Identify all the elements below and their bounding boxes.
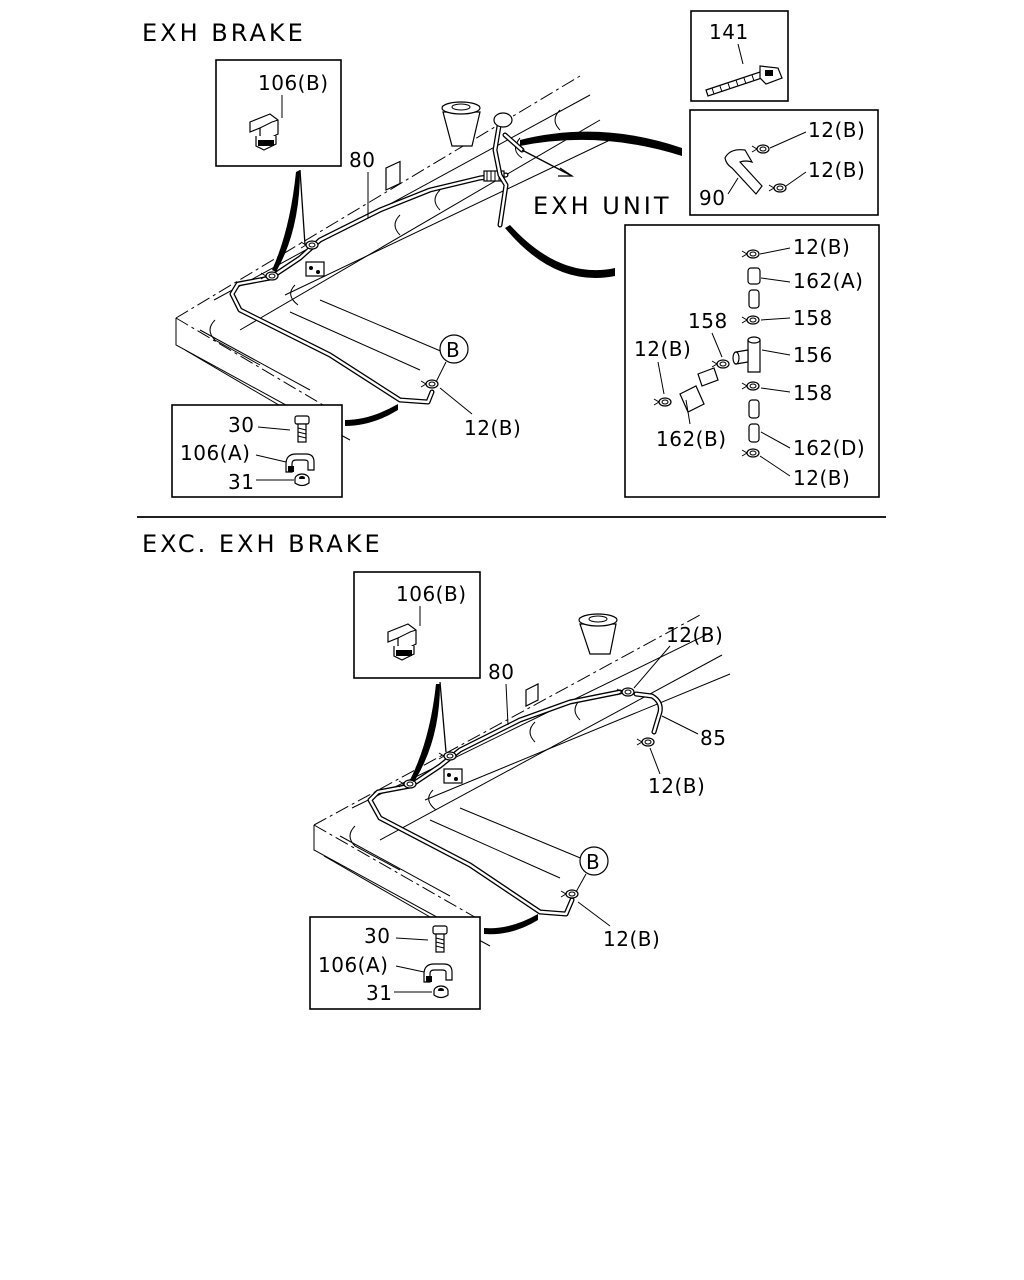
callout-106b-bottom: 106(B) — [396, 582, 467, 606]
ref-b-bottom: B — [575, 846, 609, 893]
callout-30-top: 30 — [228, 413, 254, 437]
callout-80-bottom: 80 — [488, 660, 514, 684]
callout-31-bottom: 31 — [366, 981, 392, 1005]
callout-90: 90 — [699, 186, 725, 210]
callout-12b-valve-bottom: 12(B) — [793, 466, 850, 490]
callout-12b-valve-top: 12(B) — [793, 235, 850, 259]
callout-12b-bottom-low: 12(B) — [603, 927, 660, 951]
callout-158-bottom: 158 — [793, 381, 833, 405]
box-141: 141 — [690, 10, 789, 102]
box-bolt-clamp-top: 30 106(A) 31 — [171, 404, 398, 498]
nut-icon — [294, 473, 310, 487]
section-title-exh-brake: EXH BRAKE — [142, 19, 306, 47]
callout-141: 141 — [709, 20, 749, 44]
box-106b-bottom: 106(B) — [353, 571, 481, 782]
callout-106a-bottom: 106(A) — [318, 953, 388, 977]
callout-162d: 162(D) — [793, 436, 865, 460]
chassis-frame-top — [175, 75, 611, 441]
callout-106b: 106(B) — [258, 71, 329, 95]
box-90: 12(B) 12(B) 90 — [520, 109, 879, 216]
callout-12b-b: 12(B) — [808, 158, 865, 182]
ref-b-label-top: B — [446, 338, 460, 362]
section-exc-exh-brake: EXC. EXH BRAKE — [142, 530, 731, 1010]
callout-158-left: 158 — [688, 309, 728, 333]
filler-neck-bottom — [578, 613, 618, 655]
box-106b-top: 106(B) — [215, 59, 342, 272]
filler-neck-top — [441, 101, 481, 147]
exh-unit-label: EXH UNIT — [533, 192, 672, 220]
callout-30-bottom: 30 — [364, 924, 390, 948]
callout-12b-bottom-top: 12(B) — [666, 623, 723, 647]
callout-31-top: 31 — [228, 470, 254, 494]
callout-162b: 162(B) — [656, 427, 727, 451]
nut-bottom-icon — [433, 985, 449, 999]
callout-12b-a: 12(B) — [808, 118, 865, 142]
callout-12b-valve-left: 12(B) — [634, 337, 691, 361]
box-valve-assembly: 12(B) 162(A) 158 158 12(B) 156 158 162(B… — [505, 224, 880, 498]
callout-12b-bottom-mid: 12(B) — [648, 774, 705, 798]
chassis-frame-bottom — [313, 614, 731, 947]
ref-b-label-bottom: B — [586, 850, 600, 874]
callout-156: 156 — [793, 343, 833, 367]
box-bolt-clamp-bottom: 30 106(A) 31 — [309, 914, 538, 1010]
ref-b-top: B — [435, 334, 469, 383]
callout-106a-top: 106(A) — [180, 441, 250, 465]
section-exh-brake: EXH BRAKE — [142, 10, 880, 498]
section-title-exc-exh-brake: EXC. EXH BRAKE — [142, 530, 383, 558]
callout-162a: 162(A) — [793, 269, 863, 293]
callout-158-top: 158 — [793, 306, 833, 330]
callout-80: 80 — [349, 148, 375, 172]
callout-12b-clamp-top: 12(B) — [464, 416, 521, 440]
hose-90-icon — [724, 149, 763, 195]
callout-85: 85 — [700, 726, 726, 750]
